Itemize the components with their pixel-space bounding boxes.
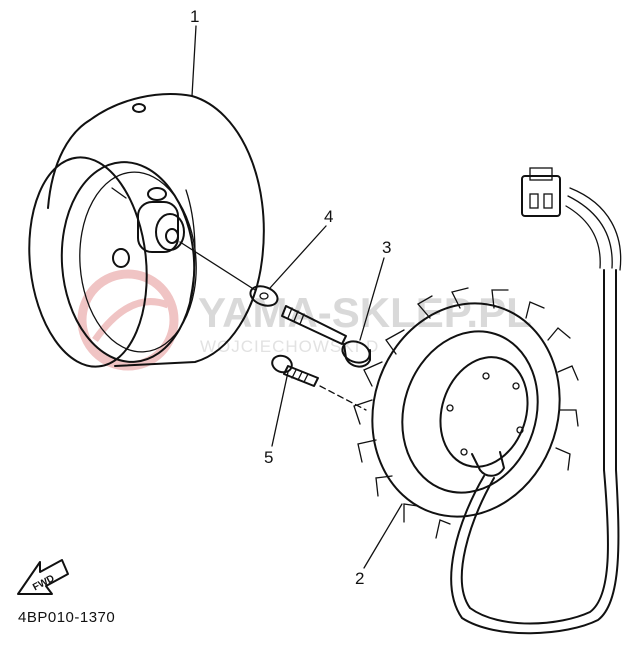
part-number-2: 2 <box>355 569 364 588</box>
watermark-subtext: WOJCIECHOWSKI D <box>200 337 379 356</box>
leader-line-4 <box>269 225 327 289</box>
part-number-5: 5 <box>264 448 273 467</box>
long-bolt-part <box>281 305 371 368</box>
watermark: YAMA-SKLEP.PL WOJCIECHOWSKI D <box>77 269 532 371</box>
diagram-code: 4BP010-1370 <box>18 609 115 626</box>
watermark-logo-swoosh <box>92 298 170 343</box>
fwd-arrow-icon: FWD <box>17 559 69 595</box>
leader-lines <box>191 25 403 569</box>
short-screw-part <box>271 354 367 411</box>
leader-line-2 <box>363 503 403 569</box>
leader-line-5 <box>271 371 289 447</box>
part-number-1: 1 <box>190 7 199 26</box>
stator-part <box>353 167 622 635</box>
part-number-3: 3 <box>382 238 391 257</box>
fwd-label: FWD <box>31 573 56 593</box>
part-number-4: 4 <box>324 207 333 226</box>
leader-line-1 <box>191 25 197 97</box>
rotor-part <box>28 93 265 368</box>
washer-part <box>179 241 279 307</box>
leader-line-3 <box>359 257 385 341</box>
